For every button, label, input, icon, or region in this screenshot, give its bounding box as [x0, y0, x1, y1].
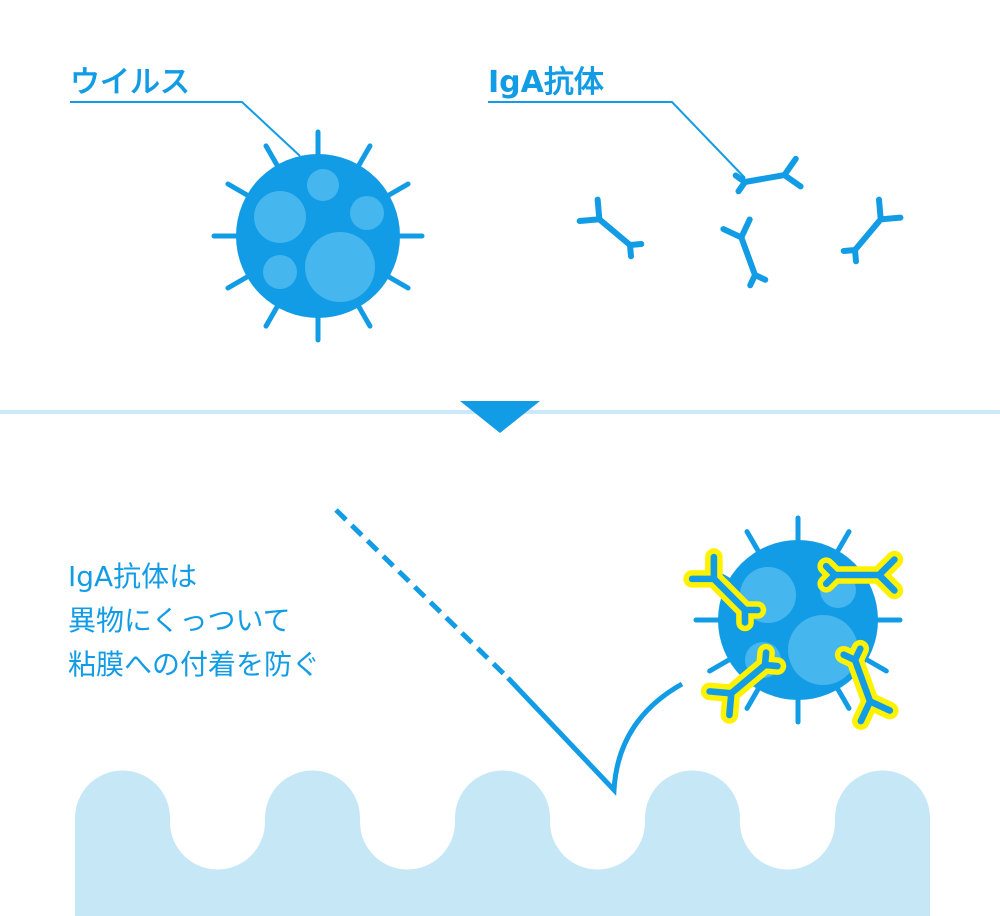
antibody-shape — [706, 649, 781, 719]
antibody-shape — [822, 556, 898, 594]
antibody-shape — [720, 216, 769, 289]
antibody-icon — [840, 196, 904, 265]
description-line-2: 異物にくっついて — [68, 604, 291, 637]
down-arrow-icon — [460, 401, 540, 433]
antibody-shape — [840, 196, 904, 265]
antibody-leader-line — [488, 101, 746, 179]
antibody-icon — [720, 216, 769, 289]
virus-spot — [263, 255, 297, 289]
virus-leader-line — [70, 101, 301, 157]
virus-label: ウイルス — [70, 65, 190, 100]
check-pointer-line — [506, 676, 684, 796]
mucosa-surface — [75, 770, 930, 916]
antibody-icon — [576, 196, 645, 260]
description-line-1: IgA抗体は — [68, 560, 197, 593]
antibody-icon — [732, 155, 804, 195]
description-line-3: 粘膜への付着を防ぐ — [68, 648, 320, 681]
antibody-shape — [732, 155, 804, 195]
antibody-shape — [576, 196, 645, 260]
virus-with-antibodies-icon — [683, 515, 904, 730]
virus-spot — [254, 191, 306, 243]
virus-spot — [305, 232, 375, 302]
antibody-icon — [700, 643, 787, 724]
antibody-group — [576, 155, 904, 289]
virus-spot — [350, 196, 384, 230]
virus-spot — [307, 169, 339, 201]
virus-spot — [788, 615, 858, 685]
antibody-icon — [834, 639, 899, 730]
antibody-icon — [683, 548, 767, 632]
antibody-label: IgA抗体 — [488, 65, 605, 100]
dashed-pointer-line — [334, 508, 510, 680]
antibody-shape — [840, 645, 894, 725]
antibody-icon — [817, 550, 904, 600]
antibody-shape — [688, 553, 761, 626]
virus-icon — [211, 129, 425, 343]
